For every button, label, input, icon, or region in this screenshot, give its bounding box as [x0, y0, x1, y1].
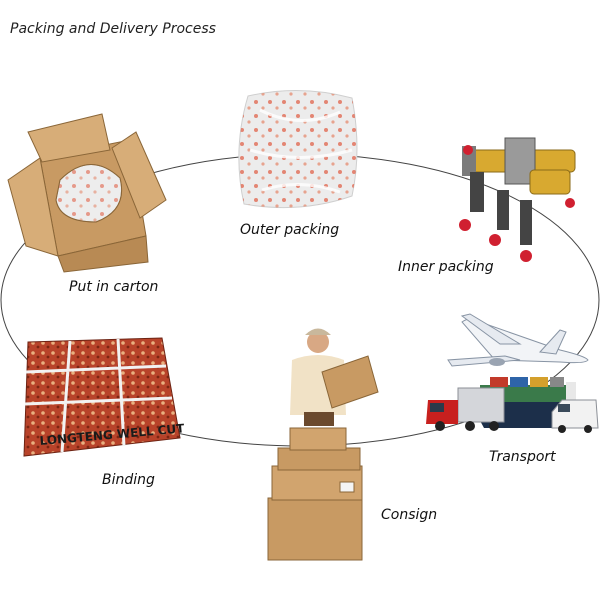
- step-label-put-in-carton: Put in carton: [69, 279, 159, 295]
- van-icon: [551, 399, 599, 433]
- page-title: Packing and Delivery Process: [10, 21, 216, 37]
- step-label-inner-packing: Inner packing: [398, 259, 494, 275]
- step-label-transport: Transport: [489, 449, 556, 465]
- step-label-consign: Consign: [381, 507, 438, 523]
- step-label-binding: Binding: [102, 472, 155, 488]
- open-carton-icon: [7, 113, 167, 273]
- drill-chuck-icon: [459, 137, 576, 262]
- stacked-boxes-icon: [267, 427, 363, 561]
- airplane-icon: [447, 313, 589, 367]
- bound-package-icon: LONGTENG WELL CUT: [23, 337, 186, 457]
- step-label-outer-packing: Outer packing: [240, 222, 340, 238]
- bubble-wrap-icon: [238, 89, 358, 209]
- delivery-man-icon: [290, 328, 379, 426]
- truck-icon: [426, 387, 505, 431]
